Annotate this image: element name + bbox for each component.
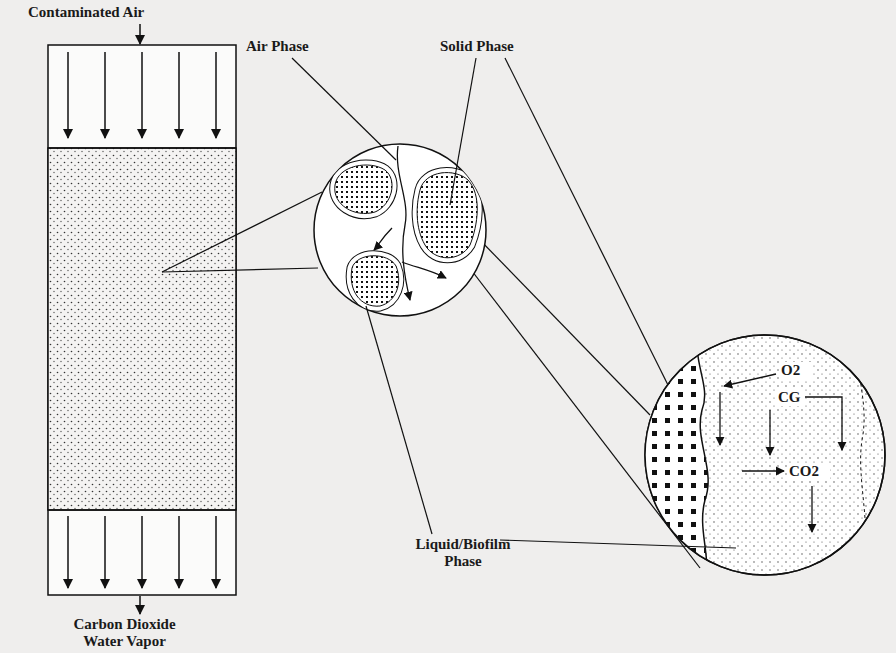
phase-label: Solid Phase — [440, 38, 550, 55]
media-particle — [351, 256, 398, 306]
biofilm-surface — [858, 330, 866, 590]
biofilm-detail-circle — [640, 330, 866, 590]
air-streamline — [374, 228, 392, 250]
species-label: CG — [777, 389, 805, 406]
media-particle — [417, 173, 477, 258]
flow-arrow — [215, 52, 217, 138]
flow-arrow — [215, 516, 217, 588]
leader-line — [500, 540, 736, 548]
diffusion-arrow — [742, 470, 784, 471]
flow-arrow — [141, 516, 143, 588]
flow-arrow — [67, 516, 69, 588]
leader-line — [366, 306, 432, 534]
magnify-line — [162, 268, 318, 272]
leader-line — [292, 58, 736, 548]
flow-arrow — [68, 24, 216, 614]
flow-arrow — [67, 52, 69, 138]
media-particle — [351, 256, 398, 306]
media-particle — [335, 165, 392, 213]
media-particle — [417, 173, 477, 258]
diffusion-arrow — [769, 410, 770, 455]
biofilm-detail-circle — [645, 335, 885, 575]
biofilter-column — [48, 148, 236, 510]
diffusion-arrow — [724, 374, 776, 386]
outlet-label: Carbon Dioxide Water Vapor — [62, 616, 187, 650]
flow-arrow — [178, 516, 180, 588]
leader-line — [292, 58, 396, 160]
media-particle — [351, 256, 398, 306]
flow-arrow — [139, 24, 141, 44]
media-particle — [335, 165, 392, 213]
phase-label: Air Phase — [246, 38, 346, 55]
media-particle — [335, 165, 392, 213]
media-particle — [417, 173, 477, 258]
flow-arrow — [139, 596, 141, 614]
diffusion-arrow — [720, 374, 842, 532]
biofilter-column — [48, 509, 236, 511]
biofilm-detail-circle — [640, 330, 885, 590]
diffusion-arrow — [803, 397, 842, 450]
solid-region — [640, 330, 708, 590]
magnify-line — [478, 238, 650, 415]
flow-arrow — [178, 52, 180, 138]
media-particle — [351, 256, 398, 306]
flow-arrow — [104, 516, 106, 588]
inlet-label: Contaminated Air — [28, 4, 188, 21]
phase-label: Liquid/Biofilm Phase — [402, 536, 524, 570]
biofilter-column — [48, 147, 236, 149]
magnify-line — [162, 192, 322, 272]
diffusion-arrow — [719, 392, 720, 445]
biofilter-column — [48, 45, 236, 595]
flow-arrow — [104, 52, 106, 138]
media-particle — [335, 165, 392, 213]
flow-arrow — [141, 52, 143, 138]
air-streamline — [402, 262, 446, 278]
biofilter-column — [48, 45, 236, 595]
species-label: O2 — [780, 362, 812, 379]
leader-line — [505, 58, 668, 385]
media-particle — [417, 173, 477, 258]
leader-line — [450, 58, 476, 205]
air-streamline — [374, 146, 446, 300]
magnified-media-circle — [314, 144, 486, 316]
air-streamline — [397, 146, 410, 300]
diffusion-arrow — [811, 486, 812, 532]
species-label: CO2 — [788, 463, 830, 480]
magnified-media-circle — [314, 144, 486, 316]
